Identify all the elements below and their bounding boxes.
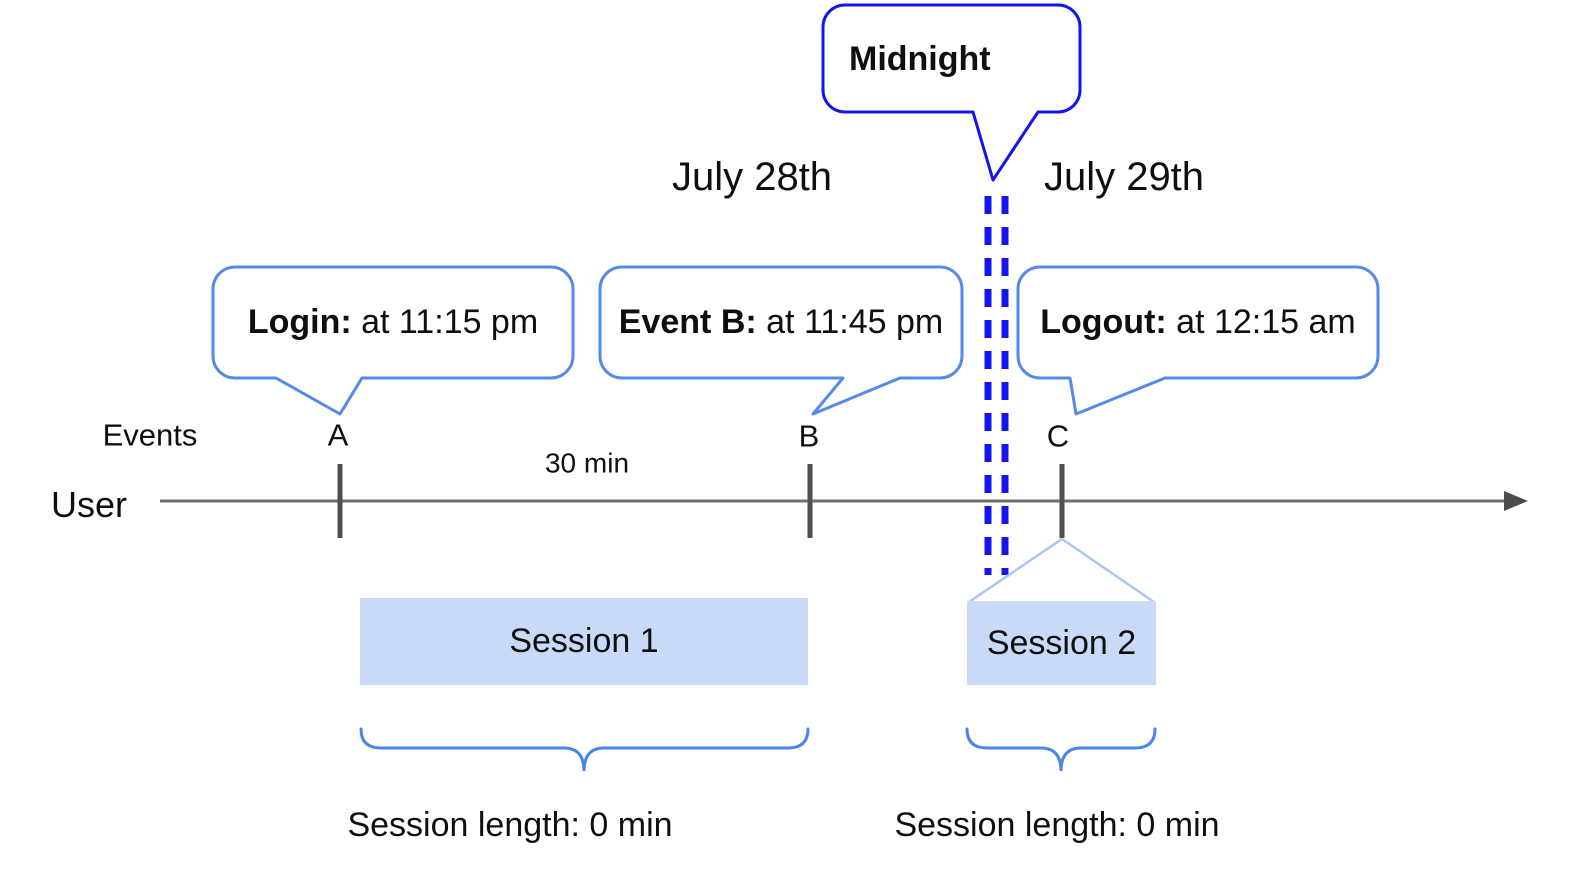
event-label-c: C [1046,418,1070,454]
midnight-callout-bubble [821,3,1082,182]
session1-box: Session 1 [360,598,808,685]
date-july-29: July 29th [1043,155,1205,199]
event-ticks [337,464,1065,538]
eventb-callout-rest: at 11:45 pm [756,303,944,341]
timeline-arrowhead [1504,491,1528,511]
interval-label: 30 min [544,447,630,479]
login-callout-bold: Login: [247,303,352,341]
event-label-b: B [798,418,820,454]
events-axis-label: Events [102,417,198,453]
session2-brace [965,727,1157,772]
session2-length-label: Session length: 0 min [894,806,1220,845]
logout-callout-text: Logout: at 12:15 am [1018,267,1378,378]
login-callout-rest: at 11:15 pm [351,303,539,341]
session2-funnel-lines [968,537,1155,604]
eventb-callout-bubble [598,265,964,416]
session2-label: Session 2 [986,623,1137,662]
eventb-callout-text: Event B: at 11:45 pm [600,267,962,378]
midnight-dashed-lines [984,196,1009,575]
midnight-label: Midnight [849,40,991,78]
session1-length-label: Session length: 0 min [347,806,673,845]
session1-label: Session 1 [509,622,659,660]
logout-callout-bold: Logout: [1040,303,1167,341]
eventb-callout-bold: Event B: [618,303,757,341]
session1-brace [359,727,810,772]
login-callout-bubble [211,265,575,416]
login-callout-text: Login: at 11:15 pm [213,267,573,378]
date-july-28: July 28th [671,155,833,199]
logout-callout-bubble [1016,265,1380,416]
event-label-a: A [327,417,349,453]
session-length-braces [359,727,1157,772]
session2-box: Session 2 [967,601,1156,685]
user-axis-label: User [50,484,128,526]
logout-callout-rest: at 12:15 am [1166,303,1356,341]
